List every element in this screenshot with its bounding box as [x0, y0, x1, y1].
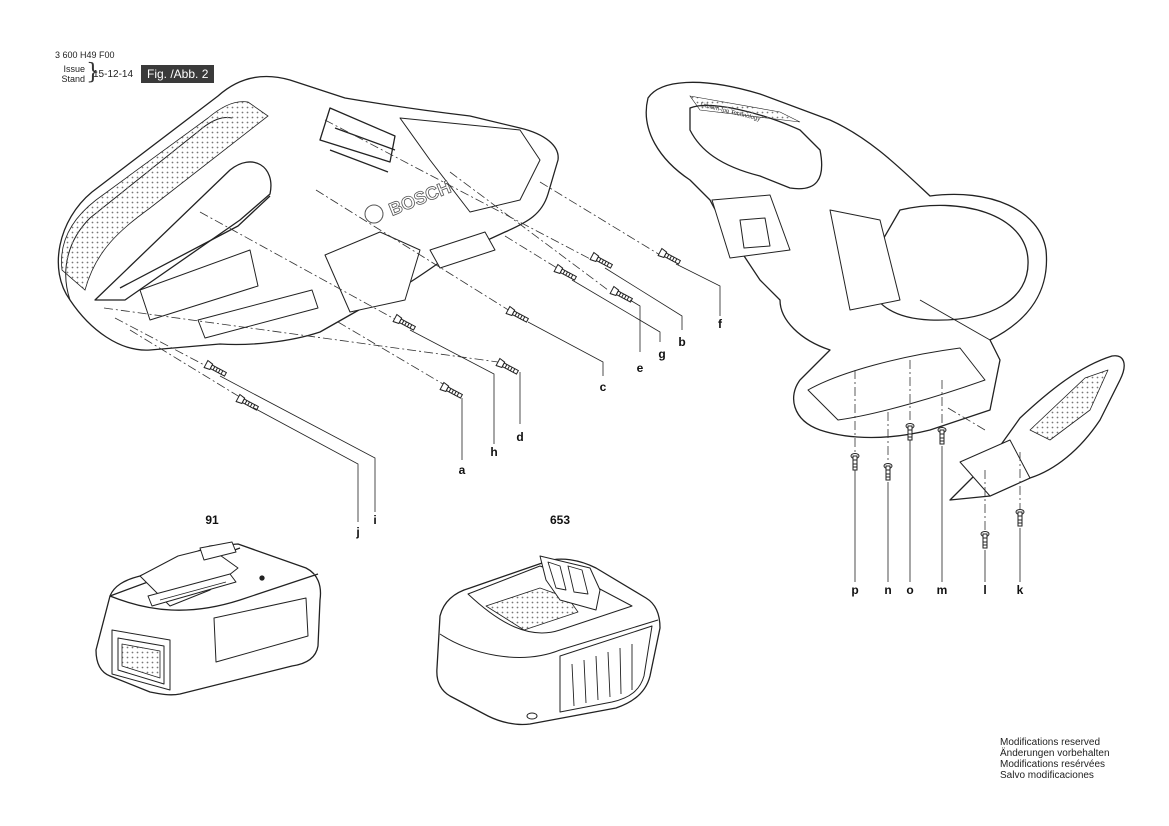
label-d: d: [516, 430, 523, 444]
label-n: n: [884, 583, 891, 597]
label-j: j: [355, 525, 359, 539]
label-charger: 653: [550, 513, 570, 527]
label-f: f: [718, 317, 723, 331]
figure-badge: Fig. /Abb. 2: [141, 65, 215, 83]
modifications-line-es: Salvo modificaciones: [1000, 770, 1094, 781]
blade-guard-piece: [949, 355, 1125, 501]
label-p: p: [851, 583, 858, 597]
modifications-line-de: Änderungen vorbehalten: [1000, 748, 1110, 759]
label-o: o: [906, 583, 913, 597]
left-housing-grip-texture: [61, 101, 269, 291]
charger: [436, 555, 661, 726]
label-battery: 91: [205, 513, 219, 527]
issue-labels: Issue Stand: [55, 64, 85, 84]
label-h: h: [490, 445, 497, 459]
label-c: c: [600, 380, 607, 394]
issue-date: 15-12-14: [93, 69, 134, 80]
issue-block: Issue Stand } 15-12-14 Fig. /Abb. 2: [55, 60, 245, 94]
issue-label: Issue: [63, 64, 85, 74]
part-labels: b f c d a e g h i j p n o m l k 91 653: [205, 317, 1023, 597]
stand-label: Stand: [61, 74, 85, 84]
leader-lines: [219, 263, 1021, 582]
battery-pack: [95, 541, 322, 696]
label-m: m: [937, 583, 948, 597]
document-number: 3 600 H49 F00: [55, 50, 115, 60]
label-e: e: [637, 361, 644, 375]
modifications-line-en: Modifications reserved: [1000, 737, 1101, 748]
modifications-line-fr: Modifications resérvées: [1000, 759, 1106, 770]
right-housing-top-texture: [689, 95, 801, 123]
label-a: a: [459, 463, 466, 477]
label-k: k: [1017, 583, 1024, 597]
brace-symbol: }: [86, 60, 100, 85]
modifications-notice: Modifications reserved Änderungen vorbeh…: [1000, 737, 1110, 781]
right-housing-half: [645, 81, 1048, 439]
label-b: b: [678, 335, 685, 349]
label-i: i: [373, 513, 376, 527]
label-l: l: [983, 583, 986, 597]
label-g: g: [658, 347, 665, 361]
brand-emblem-icon: [364, 204, 384, 224]
